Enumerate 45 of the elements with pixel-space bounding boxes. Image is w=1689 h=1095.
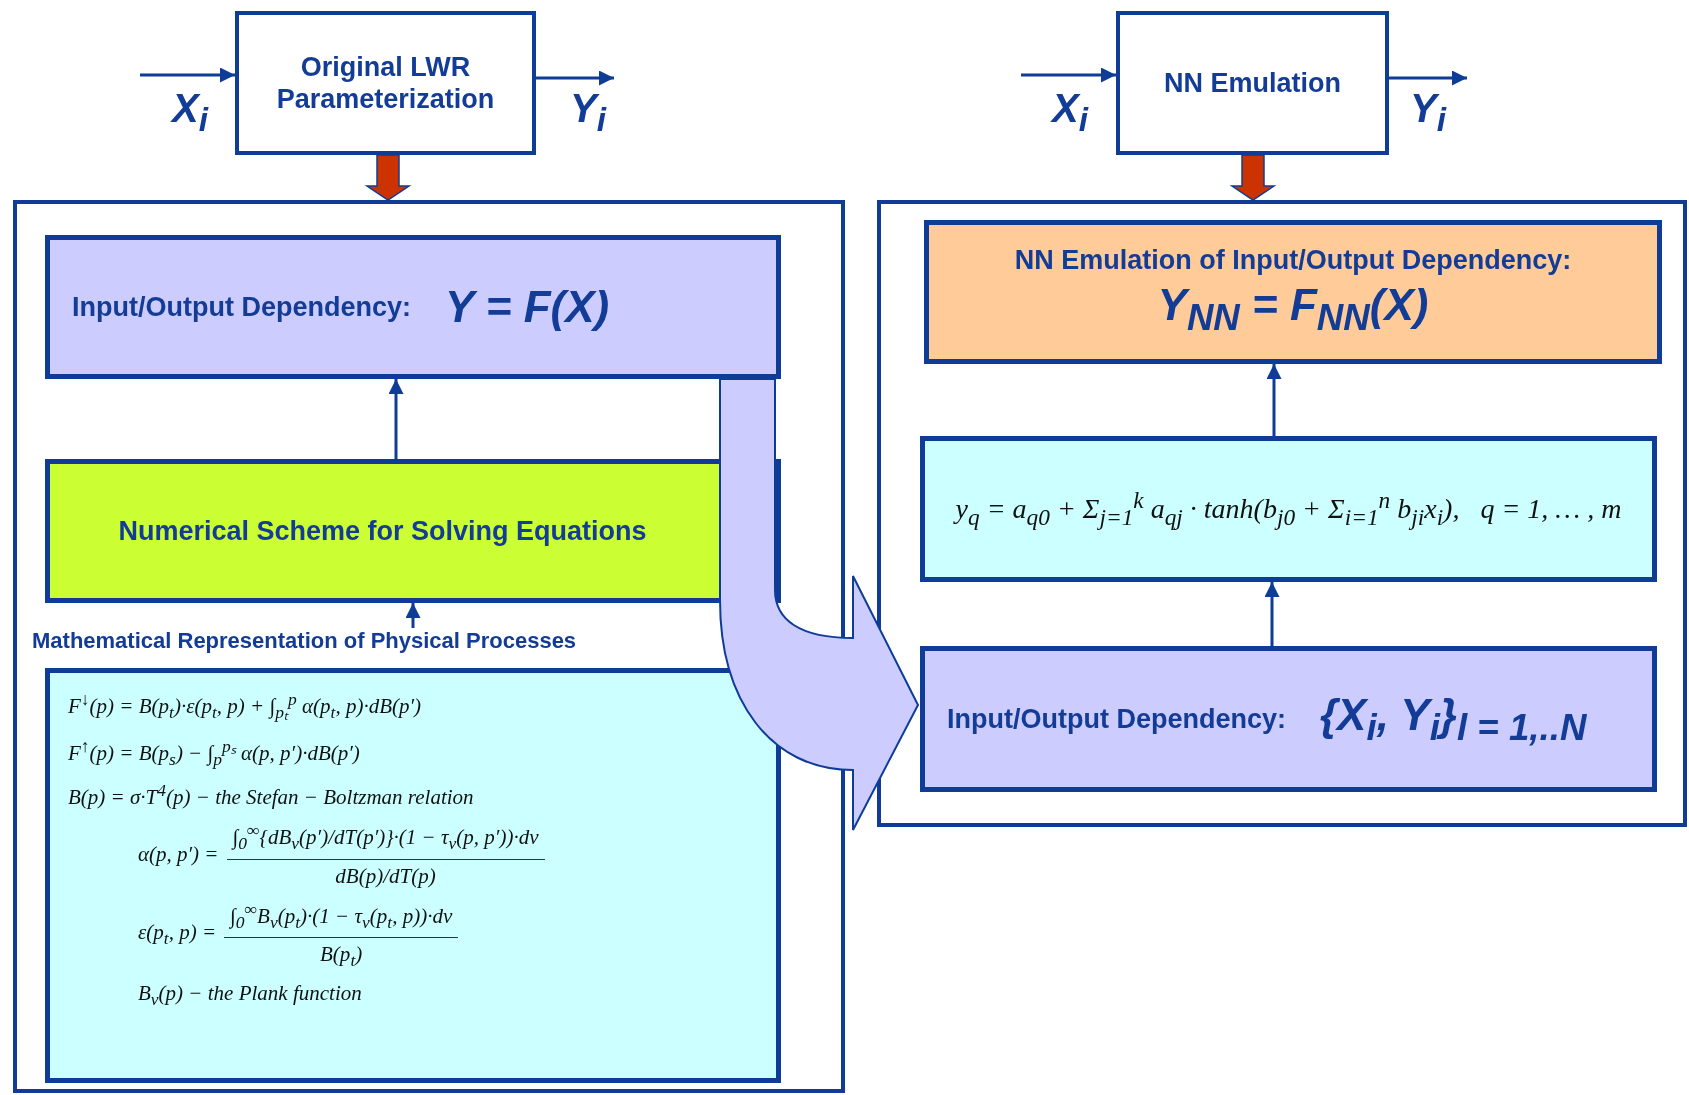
arrow [140, 67, 235, 83]
box-label: Original LWR Parameterization [275, 50, 496, 116]
math-expression: Y = F(X) [445, 280, 610, 333]
box-label: NN Emulation [1164, 66, 1341, 100]
process-box [45, 235, 781, 379]
arrow [1264, 582, 1280, 646]
process-box [920, 436, 1657, 582]
box-label: Input/Output Dependency: [72, 290, 411, 324]
box-label: Numerical Scheme for Solving Equations [118, 514, 647, 548]
formula-text: F$^{↓}$(p) = B(p$_{t}$)·ε(p$_{t}$, p) + ∫$_{pₜ}$$^{p}$ α(p$_{t}$, p)·dB(p′) [68, 689, 422, 724]
arrow [1021, 67, 1116, 83]
math-expression: Y$_{NN}$ = F$_{NN}$(X) [1157, 278, 1429, 340]
formula-denominator: dB(p)/dT(p) [335, 862, 436, 889]
panel-frame [877, 200, 1687, 827]
box-label: Input/Output Dependency: [947, 702, 1286, 736]
edge-label: Y$_{i}$ [1410, 86, 1446, 139]
block-arrow [1229, 154, 1277, 201]
arrow [388, 379, 404, 459]
formula-denominator: B(p$_{t}$) [320, 940, 363, 971]
math-expression: {X$_{i}$, Y$_{i}$}$_{l = 1,..N}$ [1320, 688, 1587, 750]
formula-text: y$_{q}$ = a$_{q0}$ + Σ$_{j=1}$$^{k}$ a$_{qj}$ · tanh(b$_{j0}$ + Σ$_{i=1}$$^{n}$ b$_{ji}$x$_{i}$), q = 1, … , m [955, 487, 1622, 531]
box-label: NN Emulation of Input/Output Dependency: [1014, 244, 1572, 277]
process-box [235, 11, 536, 155]
formula-numerator: ∫$_{0}$$^{∞}$B$_{ν}$(p$_{t}$)·(1 − τ$_{ν}$(p$_{t}$, p))·dν [224, 898, 459, 938]
edge-label: Y$_{i}$ [570, 86, 606, 139]
block-arrow [364, 154, 412, 201]
block-arrow [719, 378, 919, 831]
edge-label: X$_{i}$ [1052, 86, 1088, 139]
process-box [45, 459, 781, 603]
arrow [536, 70, 614, 86]
edge-label: X$_{i}$ [172, 86, 208, 139]
process-box [1116, 11, 1389, 155]
formula-text: B$_{ν}$(p) − the Plank function [138, 980, 362, 1011]
process-box [920, 646, 1657, 792]
arrow [1266, 364, 1282, 436]
formula-text: B(p) = σ·T$^{4}$(p) − the Stefan − Boltzman relation [68, 780, 474, 811]
process-box [924, 220, 1662, 364]
arrow [405, 603, 421, 628]
formula-text: F$^{↑}$(p) = B(p$_{s}$) − ∫$_{p}$$^{pₛ}$ α(p, p′)·dB(p′) [68, 735, 360, 771]
formula-text: α(p, p′) = [138, 841, 219, 867]
arrow [1389, 70, 1467, 86]
formula-text: ε(p$_{t}$, p) = [138, 920, 217, 950]
section-heading: Mathematical Representation of Physical Processes [32, 628, 577, 654]
panel-frame [13, 200, 845, 1093]
formula-numerator: ∫$_{0}$$^{∞}${dB$_{ν}$(p′)/dT(p′)}·(1 − τ$_{ν}$(p, p′))·dν [226, 820, 545, 860]
